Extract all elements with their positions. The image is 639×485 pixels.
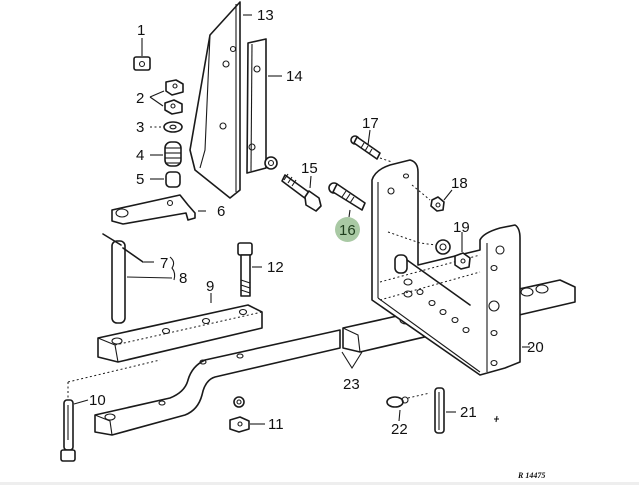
callout-6[interactable]: 6 [217, 203, 226, 220]
callout-17[interactable]: 17 [362, 115, 379, 132]
bottom-strip [0, 482, 639, 485]
callout-2[interactable]: 2 [136, 90, 145, 107]
part-12-bolt[interactable] [237, 242, 262, 297]
callout-1[interactable]: 1 [137, 22, 146, 39]
part-1-clip-nut[interactable] [133, 38, 151, 71]
part-10-long-bolt[interactable] [60, 399, 89, 462]
part-5-bushing[interactable] [150, 171, 181, 188]
part-13-side-plate[interactable] [189, 1, 252, 199]
part-2-nuts[interactable] [149, 79, 184, 115]
part-4-spring[interactable] [150, 141, 182, 167]
callout-16[interactable]: 16 [339, 222, 356, 239]
part-18-nut[interactable] [411, 184, 453, 212]
callout-22[interactable]: 22 [391, 421, 408, 438]
callout-18[interactable]: 18 [451, 175, 468, 192]
part-8-handle-pin[interactable] [102, 233, 176, 324]
part-9-flat-bar[interactable] [97, 293, 263, 363]
callout-13[interactable]: 13 [257, 7, 274, 24]
part-15-cap-screw[interactable] [281, 173, 322, 212]
part-11-nut[interactable] [229, 396, 265, 433]
callout-14[interactable]: 14 [286, 68, 303, 85]
part-22-clip[interactable] [386, 392, 431, 422]
part-3-washer[interactable] [150, 121, 183, 133]
reference-number: R 14475 [518, 471, 546, 480]
bracket-holes [403, 278, 470, 334]
part-23-leader [341, 351, 363, 370]
callout-7[interactable]: 7 [160, 255, 169, 272]
callout-9[interactable]: 9 [206, 278, 215, 295]
washer[interactable] [264, 156, 278, 170]
part-21-pin[interactable] [434, 387, 456, 434]
callout-3[interactable]: 3 [136, 119, 145, 136]
part-14-strip[interactable] [246, 38, 282, 174]
part-23-drawbar[interactable] [67, 329, 341, 436]
callout-15[interactable]: 15 [301, 160, 318, 177]
callout-12[interactable]: 12 [267, 259, 284, 276]
stray-mark [494, 415, 499, 423]
part-19-nut-washer[interactable] [387, 231, 471, 270]
callout-8[interactable]: 8 [179, 270, 188, 287]
callout-19[interactable]: 19 [453, 219, 470, 236]
highlight-circle [335, 217, 360, 242]
callout-21[interactable]: 21 [460, 404, 477, 421]
callout-20[interactable]: 20 [527, 339, 544, 356]
callout-10[interactable]: 10 [89, 392, 106, 409]
part-6-bracket-arm[interactable] [111, 194, 206, 225]
callout-23[interactable]: 23 [343, 376, 360, 393]
callout-4[interactable]: 4 [136, 147, 145, 164]
callout-5[interactable]: 5 [136, 171, 145, 188]
part-17-bolt[interactable] [350, 129, 393, 163]
callout-11[interactable]: 11 [268, 416, 284, 433]
part-16-bolt[interactable] [328, 182, 366, 218]
